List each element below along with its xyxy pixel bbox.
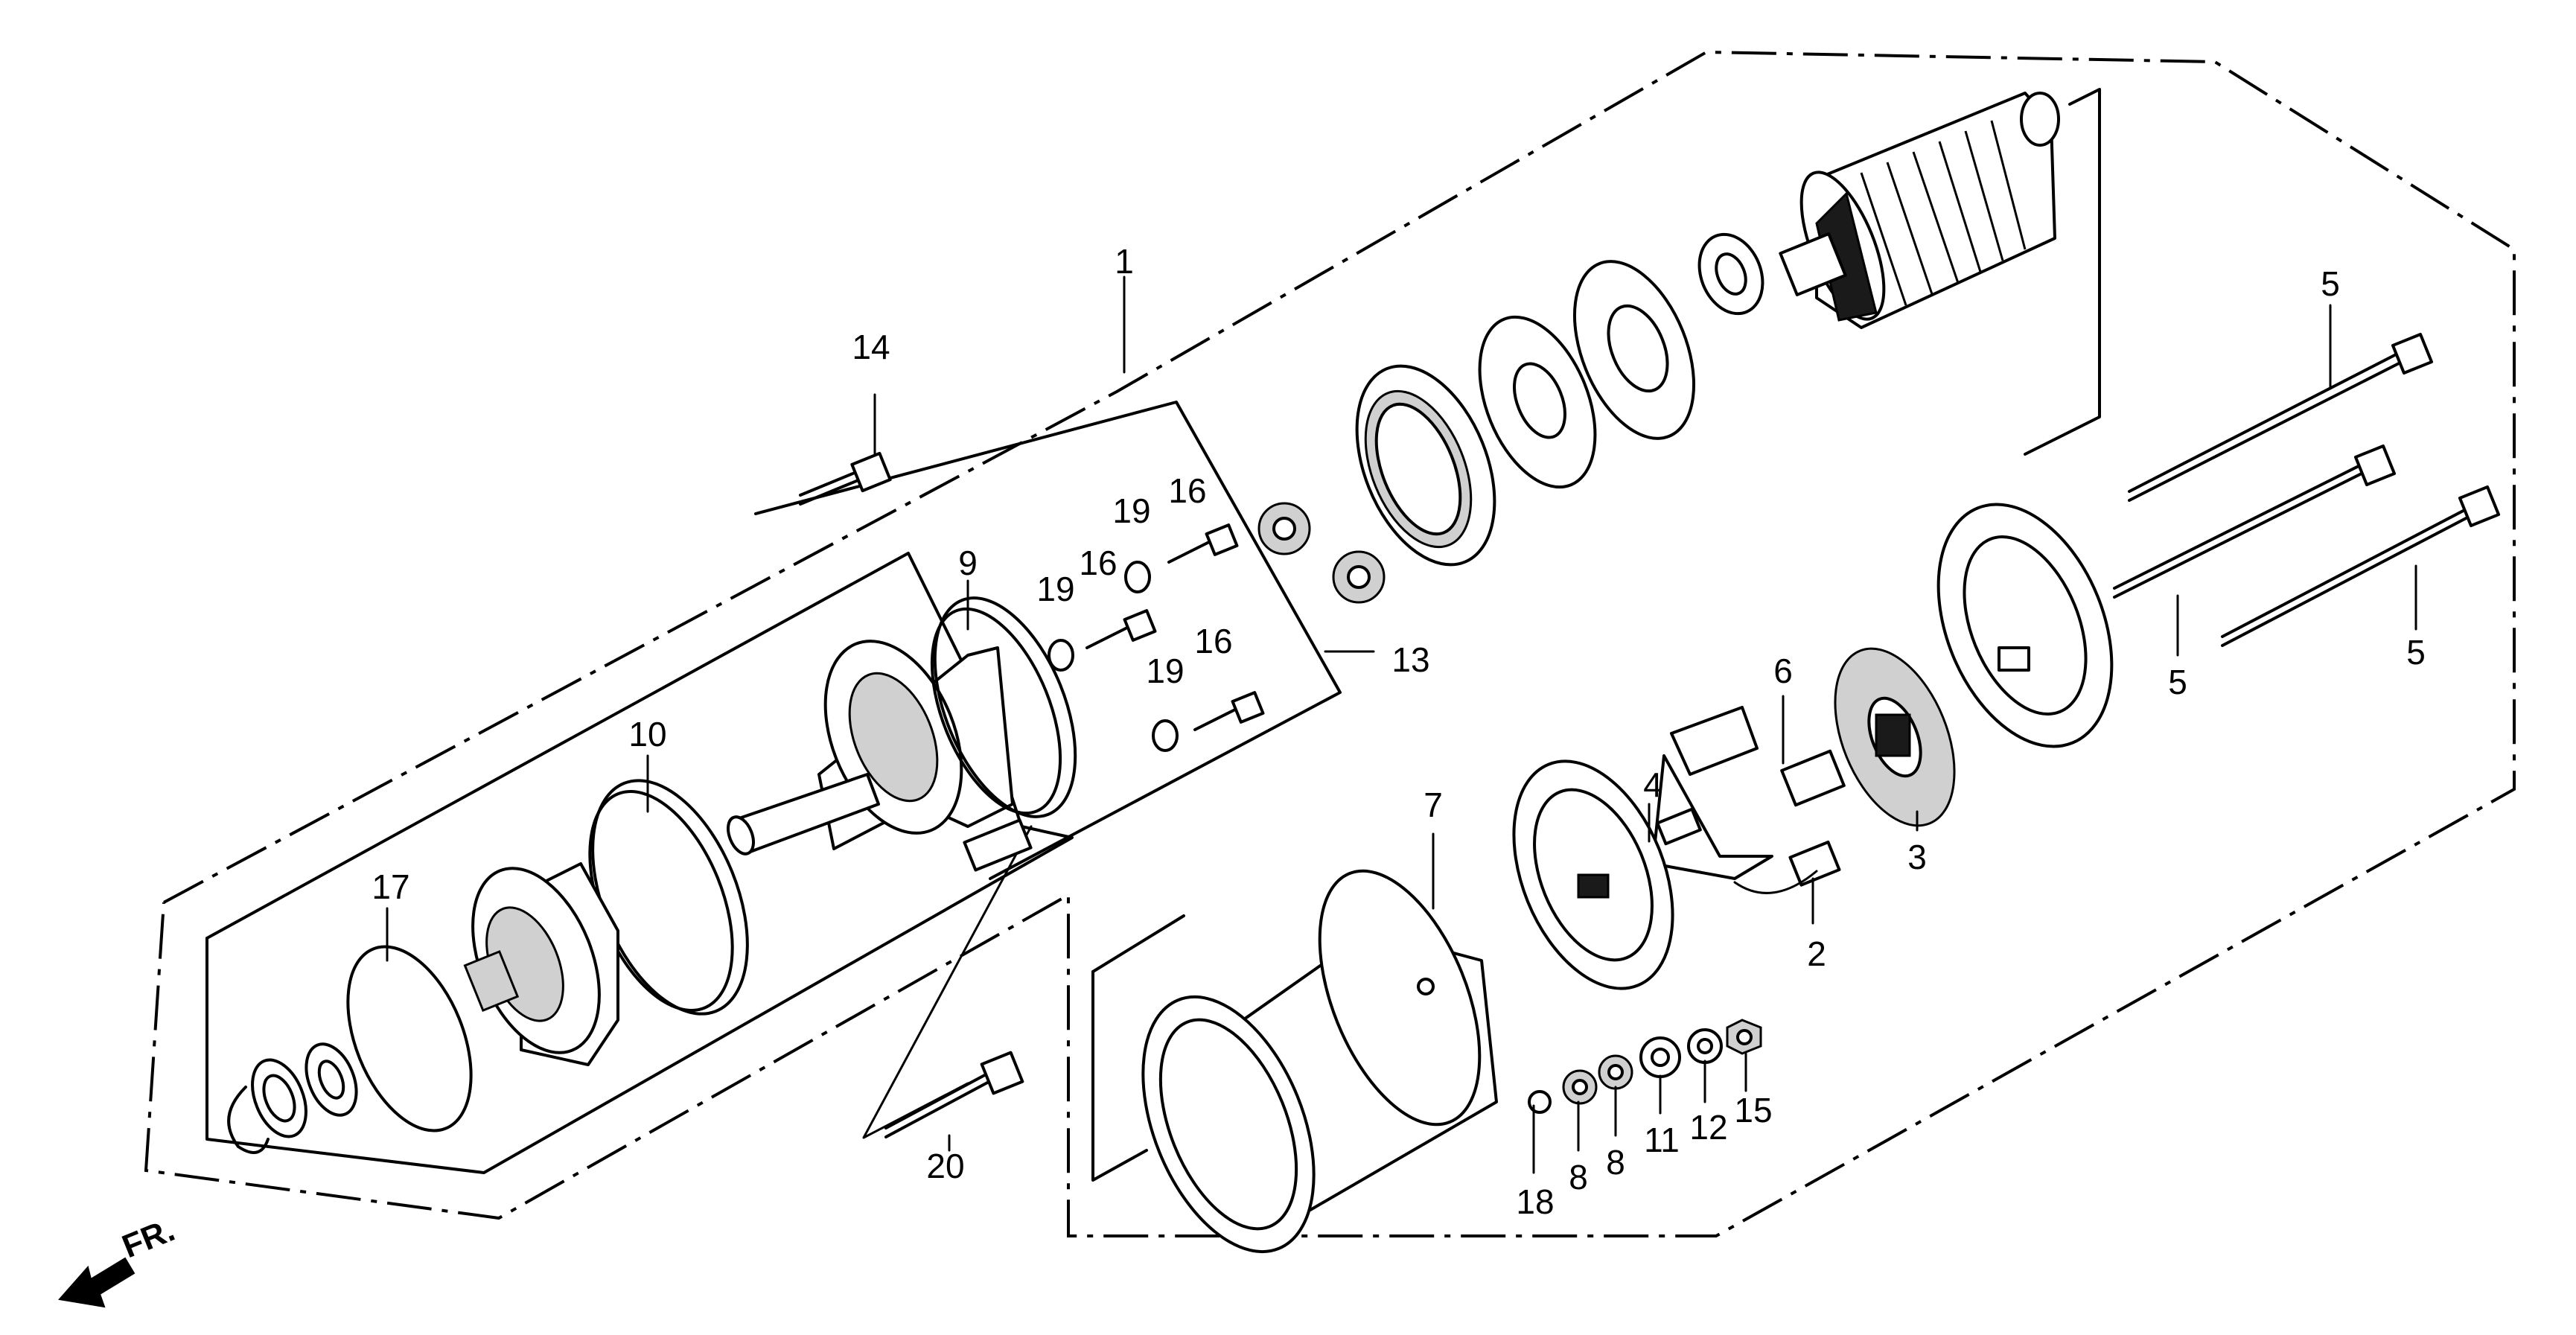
internal-gear-ring — [1355, 364, 1496, 567]
part-label-12: 12 — [1689, 1108, 1727, 1147]
gear-set-box — [754, 401, 1342, 880]
part-label-6: 6 — [1773, 651, 1793, 690]
part-label-19c: 19 — [1146, 651, 1184, 690]
front-housing — [463, 862, 619, 1066]
brush-holder-plate — [1834, 647, 1956, 827]
part-label-18: 18 — [1516, 1182, 1554, 1221]
part-label-1: 1 — [1115, 242, 1134, 281]
part-label-8b: 8 — [1606, 1143, 1625, 1182]
drive-shaft-assembly — [727, 640, 1033, 872]
part-number-labels: 1 2 3 4 5 5 5 6 7 8 8 9 10 11 12 13 14 1… — [372, 242, 2425, 1221]
part-label-16b: 16 — [1079, 544, 1117, 582]
thrust-washers — [1478, 232, 1764, 489]
inner-right-boundary-b — [1091, 970, 1148, 1182]
planetary-gears — [1257, 502, 1386, 604]
end-seals — [227, 1042, 358, 1154]
small-fasteners — [799, 451, 1265, 1138]
bolt-20-leader — [862, 825, 1033, 1139]
part-label-5a: 5 — [2321, 264, 2340, 303]
part-label-20: 20 — [926, 1147, 964, 1185]
part-label-11: 11 — [1644, 1121, 1680, 1159]
part-label-4: 4 — [1643, 765, 1662, 804]
rear-cover — [1936, 503, 2114, 748]
leader-lines — [386, 275, 2417, 1174]
part-label-13: 13 — [1391, 640, 1429, 679]
yoke-band — [1512, 759, 1702, 990]
front-direction-label: FR. — [117, 1211, 179, 1265]
front-direction-arrow-icon — [58, 1257, 136, 1308]
inner-left-boundary — [205, 552, 1074, 1174]
armature-box-edge — [2024, 88, 2101, 456]
part-label-9: 9 — [958, 544, 978, 582]
brushes — [1651, 706, 1846, 894]
part-label-10: 10 — [628, 715, 666, 753]
part-label-5c: 5 — [2406, 633, 2426, 672]
front-direction-marker: FR. — [58, 1211, 179, 1308]
part-label-3: 3 — [1907, 838, 1927, 876]
part-label-16a: 16 — [1168, 471, 1206, 510]
motor-case — [1141, 869, 1498, 1254]
armature — [1779, 92, 2060, 329]
inner-right-boundary — [1091, 914, 1185, 973]
part-label-2: 2 — [1807, 934, 1826, 973]
part-label-19a: 19 — [1112, 491, 1150, 530]
through-bolts — [2113, 332, 2501, 647]
part-label-14: 14 — [852, 328, 890, 366]
part-label-19b: 19 — [1036, 570, 1074, 608]
outer-boundary-line — [144, 50, 2516, 1237]
terminal-hardware — [1528, 1019, 1762, 1114]
part-label-7: 7 — [1424, 786, 1443, 824]
part-label-15: 15 — [1734, 1091, 1772, 1130]
part-label-16c: 16 — [1194, 622, 1232, 660]
part-label-5b: 5 — [2168, 663, 2187, 701]
part-label-17: 17 — [372, 867, 409, 906]
part-label-8a: 8 — [1569, 1158, 1588, 1197]
